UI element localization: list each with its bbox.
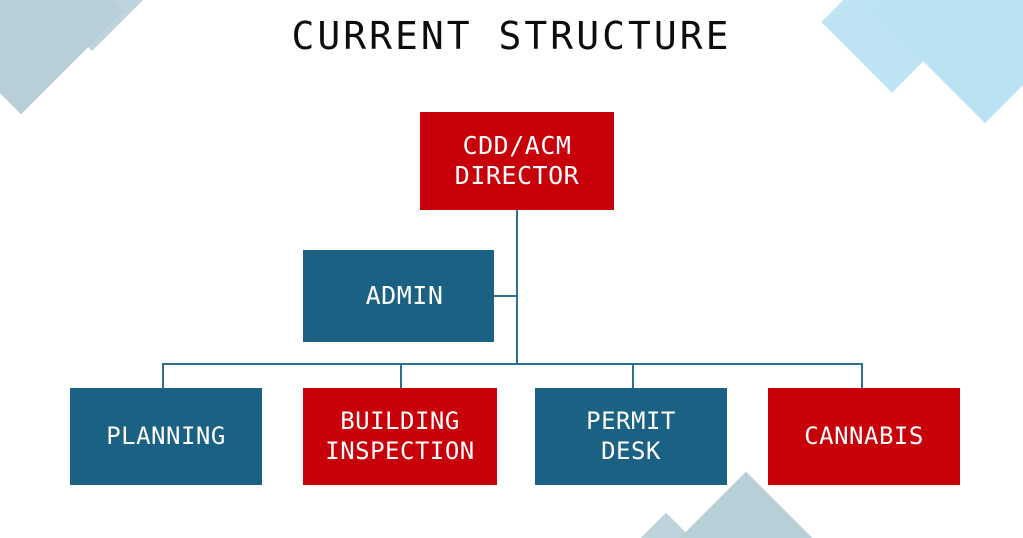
connector-trunk-vertical — [516, 210, 518, 365]
org-node-director[interactable]: CDD/ACM DIRECTOR — [420, 112, 614, 210]
connector-horizontal-bus — [162, 363, 863, 365]
org-node-planning[interactable]: PLANNING — [70, 388, 262, 485]
connector-drop-planning — [162, 363, 164, 389]
org-node-permit-desk[interactable]: PERMIT DESK — [535, 388, 727, 485]
connector-admin-stub — [494, 295, 518, 297]
bottom-center-diamond-small-icon — [606, 512, 726, 538]
connector-drop-cannabis — [861, 363, 863, 389]
connector-drop-permit — [632, 363, 634, 389]
page-title: CURRENT STRUCTURE — [291, 14, 732, 58]
connector-drop-building — [400, 363, 402, 389]
org-node-cannabis[interactable]: CANNABIS — [768, 388, 960, 485]
org-node-admin[interactable]: ADMIN — [303, 250, 494, 342]
org-node-building-inspection[interactable]: BUILDING INSPECTION — [303, 388, 497, 485]
